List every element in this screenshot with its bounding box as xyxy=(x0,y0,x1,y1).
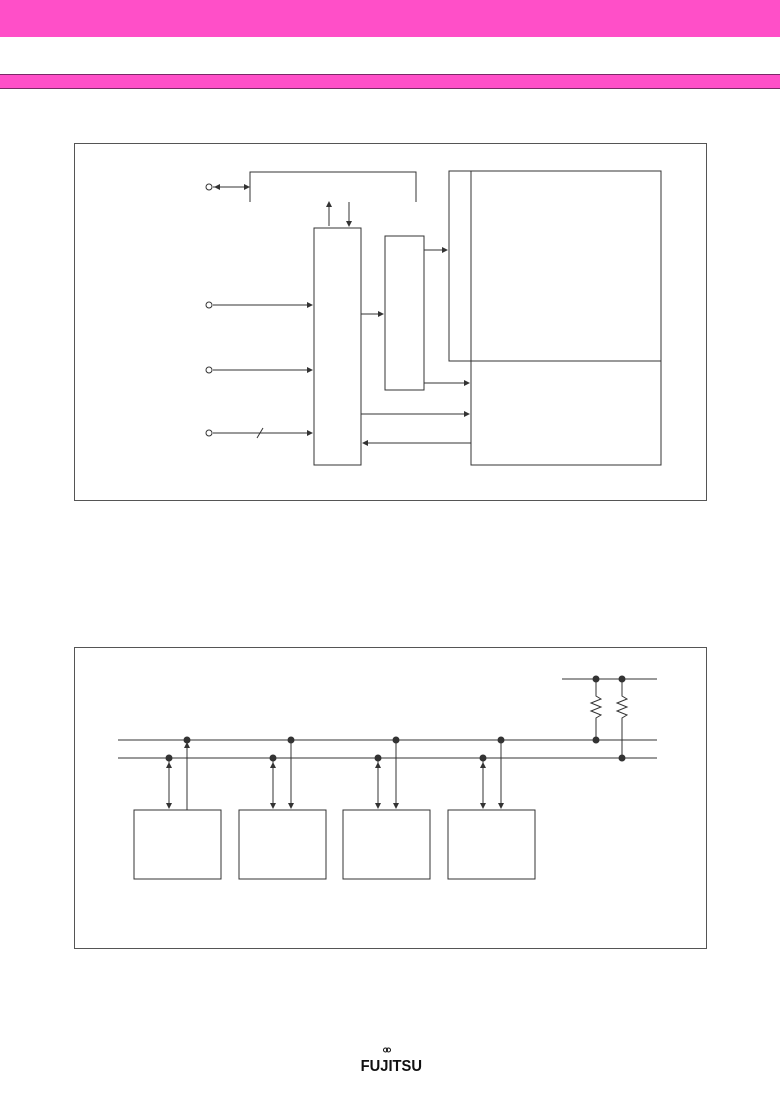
memory-periphery-block xyxy=(470,360,662,466)
pin-2 xyxy=(205,301,213,309)
pullup-resistor-1 xyxy=(589,679,603,740)
header-band xyxy=(0,0,780,37)
logo-infinity-icon xyxy=(383,1047,391,1053)
dev2-node-a xyxy=(287,736,295,744)
pullup-resistor-2 xyxy=(615,679,629,758)
device-1 xyxy=(133,809,222,880)
pin-4-bus-slash xyxy=(256,427,264,439)
dev4-node-b xyxy=(479,754,487,762)
bus-diagram-frame xyxy=(74,647,707,949)
memory-array-outer xyxy=(448,170,662,362)
dev4-node-a xyxy=(497,736,505,744)
fujitsu-logo: FUJITSU xyxy=(360,1058,422,1075)
dev3-node-a xyxy=(392,736,400,744)
buffer-block xyxy=(384,235,425,391)
top-bus-line xyxy=(249,171,417,202)
bus-diagram xyxy=(118,675,657,880)
block-diagram xyxy=(205,170,662,466)
block-diagram-frame xyxy=(74,143,707,501)
pin-3 xyxy=(205,366,213,374)
device-3 xyxy=(342,809,431,880)
section-band xyxy=(0,74,780,89)
bus-node-r1 xyxy=(592,736,600,744)
pin-1 xyxy=(205,183,213,191)
dev3-node-b xyxy=(374,754,382,762)
device-4 xyxy=(447,809,536,880)
control-logic-block xyxy=(313,227,362,466)
dev1-node-b xyxy=(165,754,173,762)
dev2-node-b xyxy=(269,754,277,762)
pin-4 xyxy=(205,429,213,437)
bus-node-r2 xyxy=(618,754,626,762)
device-2 xyxy=(238,809,327,880)
dev1-node-a xyxy=(183,736,191,744)
